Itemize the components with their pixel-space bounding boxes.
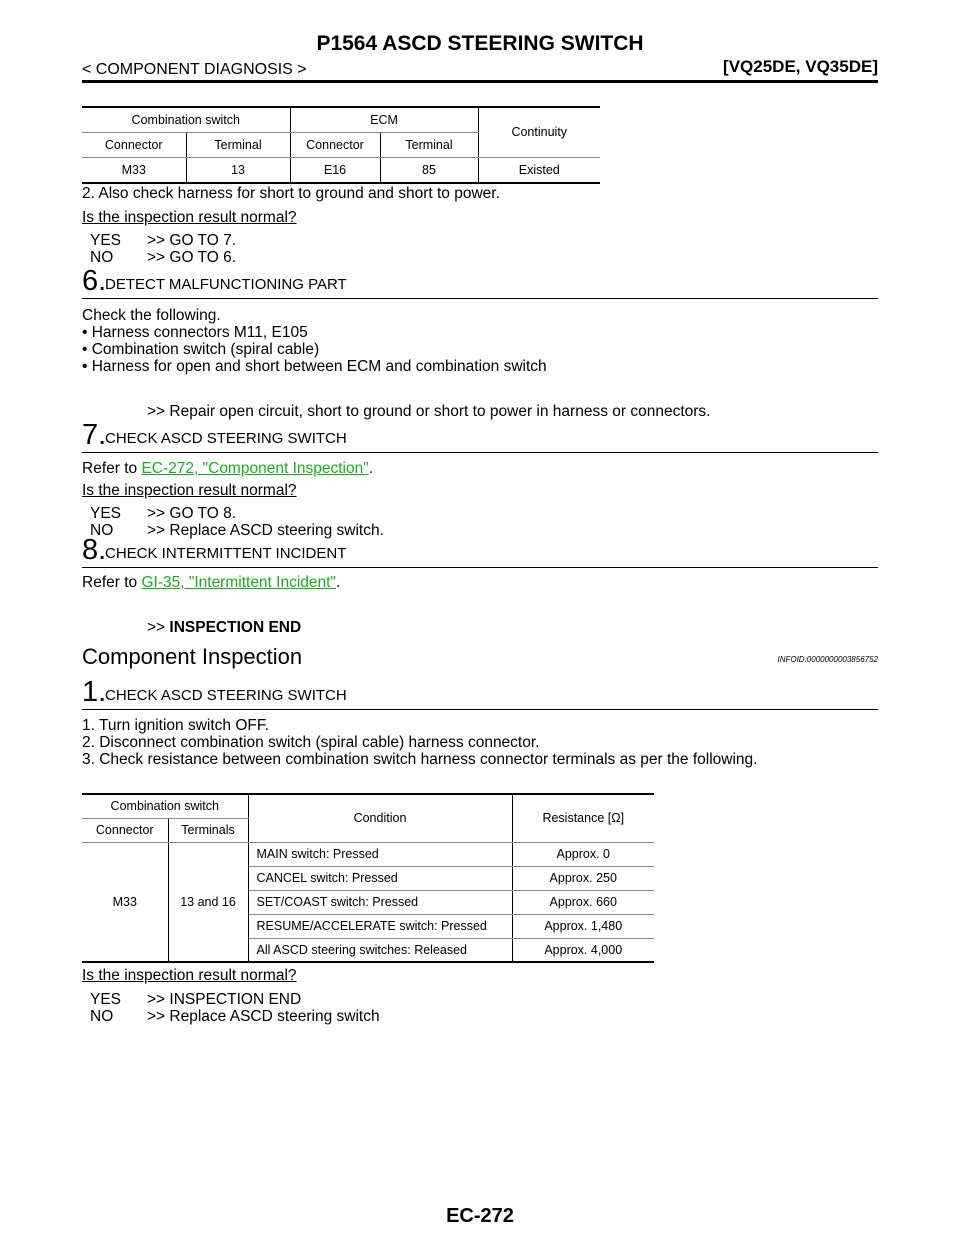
- table1-header-connector: Connector: [82, 132, 187, 158]
- table1-header-terminal: Terminal: [380, 132, 479, 158]
- table-row: RESUME/ACCELERATE switch: Pressed Approx…: [82, 914, 654, 939]
- table1-cell: 13: [186, 157, 291, 184]
- refer-prefix: Refer to: [82, 460, 142, 477]
- table-row: M33 13 and 16 MAIN switch: Pressed Appro…: [82, 842, 654, 963]
- step7-label: CHECK ASCD STEERING SWITCH: [105, 430, 347, 447]
- list-item: • Harness connectors M11, E105: [82, 324, 308, 341]
- step7-no-action: >> Replace ASCD steering switch.: [147, 522, 384, 539]
- table1-header-combination: Combination switch: [82, 106, 291, 133]
- list-item: 1. Turn ignition switch OFF.: [82, 717, 269, 734]
- ci-question: Is the inspection result normal?: [82, 967, 297, 984]
- step7-yes-label: YES: [90, 505, 122, 522]
- step8-number: 8.: [82, 534, 107, 566]
- table2-resistance: Approx. 4,000: [512, 938, 654, 963]
- table2-header-resistance: Resistance [Ω]: [512, 793, 654, 843]
- table2-resistance: Approx. 0: [512, 842, 654, 867]
- list-item: 2. Disconnect combination switch (spiral…: [82, 734, 540, 751]
- ci-yes-label: YES: [90, 991, 122, 1008]
- step6-heading: 6. DETECT MALFUNCTIONING PART: [82, 265, 878, 299]
- component-inspection-link[interactable]: EC-272, "Component Inspection": [141, 460, 369, 477]
- step5-question: Is the inspection result normal?: [82, 209, 297, 226]
- step8-label: CHECK INTERMITTENT INCIDENT: [105, 545, 347, 562]
- step5-no-label: NO: [90, 249, 114, 266]
- list-item: • Harness for open and short between ECM…: [82, 358, 547, 375]
- table1-cell: E16: [290, 157, 381, 184]
- action-arrow: >>: [147, 619, 166, 636]
- step5-item2: 2. Also check harness for short to groun…: [82, 185, 500, 202]
- step8-heading: 8. CHECK INTERMITTENT INCIDENT: [82, 534, 878, 568]
- page-title: P1564 ASCD STEERING SWITCH: [316, 32, 644, 55]
- step6-number: 6.: [82, 265, 107, 297]
- component-inspection-title: Component Inspection: [82, 644, 303, 669]
- step7-yes-action: >> GO TO 8.: [147, 505, 237, 522]
- page-number: EC-272: [446, 1205, 514, 1227]
- table1-header-ecm: ECM: [290, 106, 479, 133]
- step7-number: 7.: [82, 419, 107, 451]
- refer-prefix: Refer to: [82, 574, 142, 591]
- engine-label: [VQ25DE, VQ35DE]: [723, 57, 878, 76]
- continuity-table: Combination switch ECM Continuity Connec…: [82, 106, 600, 184]
- ci-step1-heading: 1. CHECK ASCD STEERING SWITCH: [82, 676, 878, 710]
- header-rule: [82, 80, 878, 83]
- table1-cell: M33: [82, 157, 187, 184]
- step5-yes-label: YES: [90, 232, 122, 249]
- table2-header-combination: Combination switch: [82, 793, 249, 819]
- table2-condition: RESUME/ACCELERATE switch: Pressed: [248, 914, 513, 939]
- section-label: < COMPONENT DIAGNOSIS >: [82, 61, 307, 78]
- step7-no-label: NO: [90, 522, 114, 539]
- ci-step1-number: 1.: [82, 676, 107, 708]
- table-row: All ASCD steering switches: Released App…: [82, 938, 654, 963]
- table2-condition: CANCEL switch: Pressed: [248, 866, 513, 891]
- step7-question: Is the inspection result normal?: [82, 482, 297, 499]
- table2-resistance: Approx. 1,480: [512, 914, 654, 939]
- list-item: • Combination switch (spiral cable): [82, 341, 320, 358]
- refer-suffix: .: [335, 574, 341, 591]
- table1-cell: 85: [380, 157, 479, 184]
- table2-resistance: Approx. 250: [512, 866, 654, 891]
- ci-no-action: >> Replace ASCD steering switch: [147, 1008, 380, 1025]
- table2-header-terminals: Terminals: [168, 818, 249, 843]
- table-row: M33 13 E16 85 Existed: [82, 157, 600, 184]
- refer-suffix: .: [368, 460, 374, 477]
- table2-connector: M33: [82, 842, 169, 963]
- table1-header-terminal: Terminal: [186, 132, 291, 158]
- step6-label: DETECT MALFUNCTIONING PART: [105, 276, 347, 293]
- ci-no-label: NO: [90, 1008, 114, 1025]
- table2-header-condition: Condition: [248, 793, 513, 843]
- action-text: INSPECTION END: [169, 619, 302, 636]
- table2-condition: MAIN switch: Pressed: [248, 842, 513, 867]
- intermittent-incident-link[interactable]: GI-35, "Intermittent Incident": [141, 574, 336, 591]
- table2-header-connector: Connector: [82, 818, 169, 843]
- table2-terminals: 13 and 16: [168, 842, 249, 963]
- resistance-table: Combination switch Condition Resistance …: [82, 793, 654, 963]
- table1-header-connector: Connector: [290, 132, 381, 158]
- step7-heading: 7. CHECK ASCD STEERING SWITCH: [82, 419, 878, 453]
- table2-resistance: Approx. 660: [512, 890, 654, 915]
- table-row: CANCEL switch: Pressed Approx. 250: [82, 866, 654, 891]
- table-row: SET/COAST switch: Pressed Approx. 660: [82, 890, 654, 915]
- step6-intro: Check the following.: [82, 307, 221, 324]
- ci-yes-action: >> INSPECTION END: [147, 991, 302, 1008]
- table2-condition: All ASCD steering switches: Released: [248, 938, 513, 963]
- step8-refer: Refer to GI-35, "Intermittent Incident".: [82, 573, 878, 592]
- step6-action: >> Repair open circuit, short to ground …: [147, 403, 711, 420]
- list-item: 3. Check resistance between combination …: [82, 751, 758, 768]
- step7-refer: Refer to EC-272, "Component Inspection".: [82, 459, 878, 478]
- step5-yes-action: >> GO TO 7.: [147, 232, 237, 249]
- table2-condition: SET/COAST switch: Pressed: [248, 890, 513, 915]
- ci-step1-label: CHECK ASCD STEERING SWITCH: [105, 687, 347, 704]
- step5-no-action: >> GO TO 6.: [147, 249, 237, 266]
- info-id: INFOID:0000000003856752: [777, 655, 878, 664]
- table1-cell: Existed: [478, 157, 600, 184]
- table1-header-continuity: Continuity: [478, 106, 600, 158]
- step8-action: >> INSPECTION END: [147, 618, 301, 637]
